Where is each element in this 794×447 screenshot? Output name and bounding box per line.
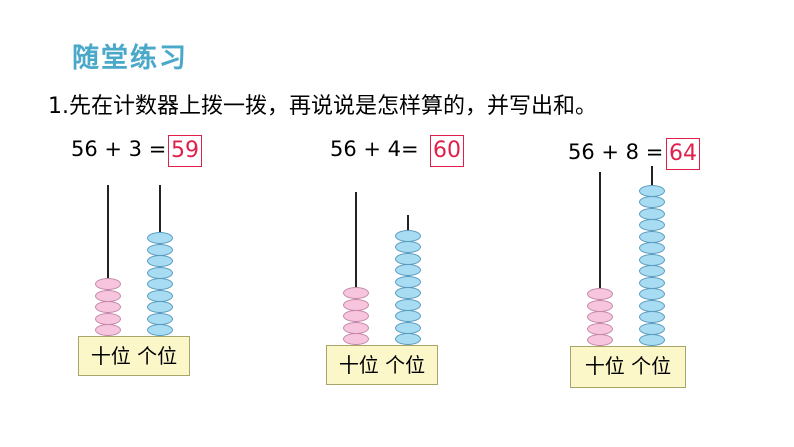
abacus-1-ones-bead: [147, 324, 173, 336]
abacus-2-tens-bead: [343, 321, 369, 334]
abacus-2-tens-bead: [343, 333, 369, 345]
abacus-3-ones-bead: [639, 242, 665, 254]
abacus-1-ones-bead: [147, 243, 173, 256]
abacus-1-ones-bead: [147, 278, 173, 290]
abacus-1-ones-bead: [147, 312, 173, 325]
abacus-1-ones-bead: [147, 232, 173, 244]
abacus-2-tens-bead: [343, 298, 369, 311]
abacus-1-ones-bead: [147, 289, 173, 302]
section-title: 随堂练习: [72, 43, 188, 74]
abacus-3-tens-bead: [587, 322, 613, 335]
abacus-3-tens-bead: [587, 311, 613, 323]
abacus-3-ones-bead: [639, 184, 665, 197]
abacus-2-ones-bead: [395, 241, 421, 253]
abacus-2-base: 十位 个位: [326, 345, 438, 385]
abacus-3-ones-bead: [639, 219, 665, 231]
abacus-1-ones-bead: [147, 301, 173, 313]
question-text: 1.先在计数器上拨一拨，再说说是怎样算的，并写出和。: [48, 94, 597, 119]
abacus-3-tens-rod: [599, 172, 601, 346]
abacus-1-ones-bead: [147, 266, 173, 279]
abacus-2-ones-bead: [395, 264, 421, 276]
abacus-2-ones-bead: [395, 310, 421, 322]
abacus-1-tens-bead: [95, 324, 121, 336]
abacus-3-ones-bead: [639, 288, 665, 300]
abacus-2-ones-bead: [395, 298, 421, 311]
abacus-3-base: 十位 个位: [570, 346, 686, 388]
abacus-1-tens-bead: [95, 301, 121, 313]
abacus-3-ones-bead: [639, 253, 665, 266]
abacus-3-ones-bead: [639, 276, 665, 289]
abacus-1-ones-bead: [147, 255, 173, 267]
abacus-2-tens-rod: [355, 192, 357, 345]
abacus-1-tens-rod: [107, 185, 109, 336]
abacus-1-base: 十位 个位: [78, 336, 190, 376]
abacus-2-ones-bead: [395, 333, 421, 345]
abacus-3-ones-bead: [639, 230, 665, 243]
equation-2: 56 + 4=: [330, 137, 419, 161]
abacus-1-tens-bead: [95, 312, 121, 325]
abacus-1-tens-bead: [95, 278, 121, 290]
abacus-3-ones-bead: [639, 265, 665, 277]
abacus-3-tens-bead: [587, 299, 613, 312]
abacus-3-ones-bead: [639, 299, 665, 312]
answer-box-2: 60: [430, 135, 464, 167]
abacus-1-tens-bead: [95, 289, 121, 302]
abacus-2-ones-bead: [395, 229, 421, 242]
answer-box-3: 64: [666, 138, 700, 170]
equation-3: 56 + 8 =: [568, 140, 664, 164]
abacus-3-ones-bead: [639, 322, 665, 335]
abacus-2-tens-bead: [343, 287, 369, 299]
abacus-3-ones-bead: [639, 207, 665, 220]
abacus-2-ones-bead: [395, 321, 421, 334]
abacus-3-ones-bead: [639, 311, 665, 323]
abacus-3-ones-bead: [639, 334, 665, 346]
abacus-2-tens-bead: [343, 310, 369, 322]
abacus-2-ones-bead: [395, 275, 421, 288]
abacus-2-ones-bead: [395, 252, 421, 265]
abacus-3-tens-bead: [587, 334, 613, 346]
answer-box-1: 59: [168, 135, 202, 167]
equation-1: 56 + 3 =: [71, 137, 167, 161]
abacus-3-ones-bead: [639, 196, 665, 208]
abacus-3-tens-bead: [587, 288, 613, 300]
abacus-2-ones-bead: [395, 287, 421, 299]
